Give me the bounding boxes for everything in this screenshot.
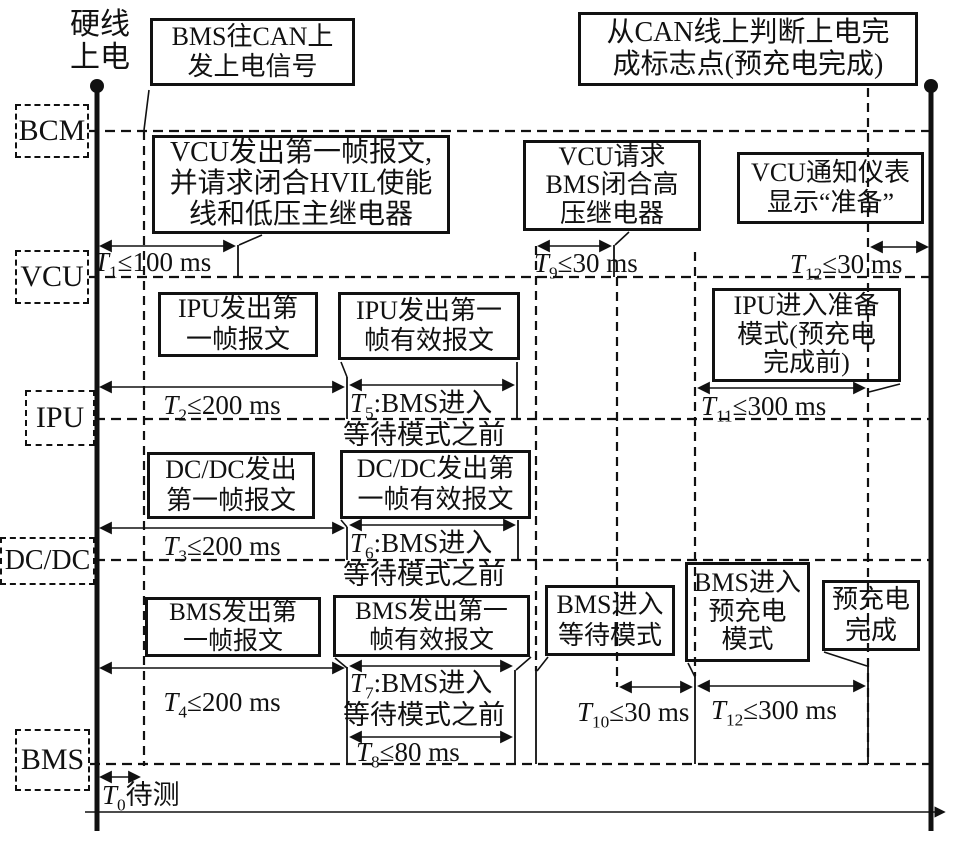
timing-t6: T6:BMS进入	[350, 528, 493, 563]
timing-t2: T2≤200 ms	[163, 390, 281, 425]
timing-t6-line2: 等待模式之前	[343, 560, 505, 590]
timing-t11: T11≤300 ms	[701, 391, 827, 426]
lane-label-dcdc: DC/DC	[0, 537, 95, 585]
timing-t4: T4≤200 ms	[163, 687, 281, 722]
timing-t3: T3≤200 ms	[163, 531, 281, 566]
event-dcdc-first-frame: DC/DC发出第一帧报文	[147, 452, 315, 519]
timing-t5: T5:BMS进入	[350, 388, 493, 423]
lane-label-bcm: BCM	[15, 104, 89, 158]
hardwire-power-on-label: 硬线 上电	[70, 8, 130, 74]
lane-label-vcu: VCU	[15, 250, 89, 304]
timing-t1: T1≤100 ms	[94, 247, 212, 282]
event-bms-wait-mode: BMS进入等待模式	[545, 585, 675, 656]
timing-t9: T9≤30 ms	[534, 248, 638, 283]
lane-label-bms: BMS	[15, 729, 90, 791]
event-precharge-done: 预充电完成	[822, 580, 920, 651]
event-bms-first-valid-frame: BMS发出第一帧有效报文	[333, 595, 530, 657]
event-dcdc-first-valid-frame: DC/DC发出第一帧有效报文	[340, 450, 531, 519]
event-bms-first-frame: BMS发出第一帧报文	[145, 597, 321, 657]
event-bms-precharge-mode: BMS进入预充电模式	[685, 562, 810, 662]
power-done-dot	[924, 79, 938, 93]
timing-t0: T0待测	[102, 780, 180, 815]
timing-t7: T7:BMS进入	[350, 668, 493, 703]
event-vcu-notify-cluster-ready: VCU通知仪表显示“准备”	[737, 152, 924, 224]
note-bms-can-signal: BMS往CAN上 发上电信号	[150, 18, 355, 86]
event-vcu-first-frame: VCU发出第一帧报文,并请求闭合HVIL使能线和低压主继电器	[152, 135, 450, 234]
timing-t12-top: T12≤30 ms	[790, 249, 903, 284]
power-on-dot	[90, 79, 104, 93]
timing-t12-bottom: T12≤300 ms	[711, 695, 837, 730]
lane-label-ipu: IPU	[25, 390, 95, 446]
timing-t7-line2: 等待模式之前	[343, 700, 505, 730]
event-ipu-first-frame: IPU发出第一帧报文	[158, 292, 318, 357]
timing-t5-line2: 等待模式之前	[343, 420, 505, 450]
event-ipu-ready-mode: IPU进入准备模式(预充电完成前)	[712, 288, 901, 382]
timing-t8: T8≤80 ms	[356, 737, 460, 772]
note-can-power-done: 从CAN线上判断上电完 成标志点(预充电完成)	[578, 12, 918, 86]
event-ipu-first-valid-frame: IPU发出第一帧有效报文	[338, 292, 520, 360]
timing-t10: T10≤30 ms	[577, 697, 690, 732]
